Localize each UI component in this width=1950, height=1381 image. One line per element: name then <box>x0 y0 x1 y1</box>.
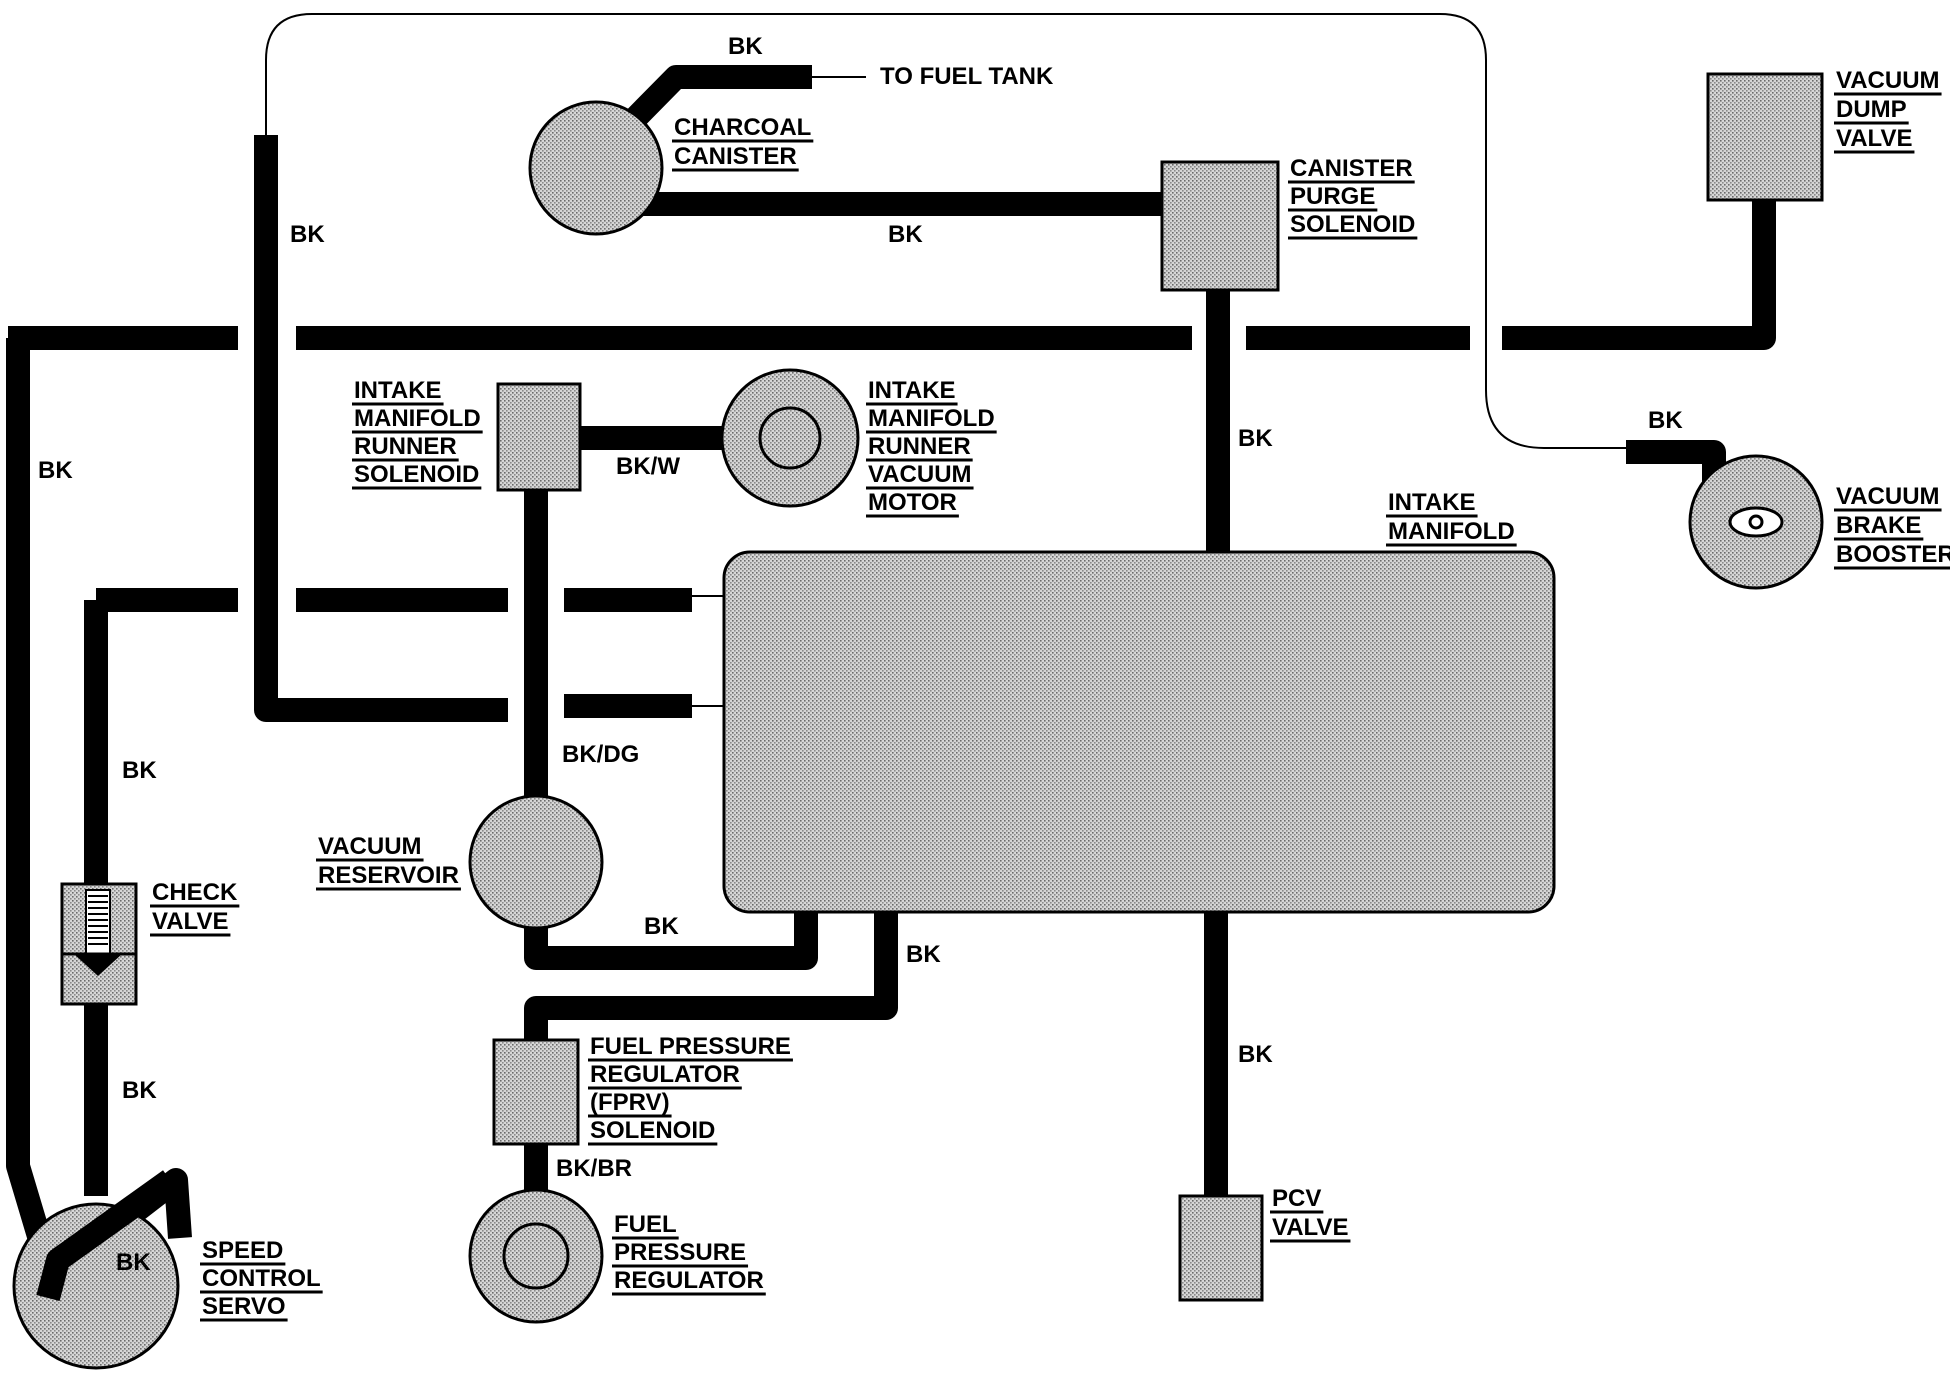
hose-label-brake-booster: BK <box>1648 407 1683 434</box>
vacuum-brake-booster-label-2: BRAKE <box>1836 512 1921 539</box>
canister-purge-solenoid <box>1160 160 1280 292</box>
vacuum-brake-booster-label-3: BOOSTER <box>1836 541 1950 568</box>
fuel-pressure-regulator-label-1: FUEL <box>614 1211 677 1238</box>
intake-manifold-runner-vacuum-motor-label-4: VACUUM <box>868 461 972 488</box>
intake-manifold-runner-solenoid-label-2: MANIFOLD <box>354 405 481 432</box>
intake-manifold-runner-solenoid-label-4: SOLENOID <box>354 461 479 488</box>
fuel-pressure-regulator-solenoid-label-4: SOLENOID <box>590 1117 715 1144</box>
vacuum-reservoir <box>468 794 604 930</box>
hose-label-pcv-hose: BK <box>1238 1041 1273 1068</box>
canister-purge-solenoid-label-1: CANISTER <box>1290 155 1413 182</box>
hose-dump-valve <box>1502 200 1776 350</box>
charcoal-canister-label-2: CANISTER <box>674 143 797 170</box>
vacuum-reservoir-label-1: VACUUM <box>318 833 422 860</box>
hose-label-servo: BK <box>116 1249 151 1276</box>
hose-label-fpr-hose: BK/BR <box>556 1155 632 1182</box>
check-valve-label-2: VALVE <box>152 908 228 935</box>
fuel-pressure-regulator-solenoid-label-2: REGULATOR <box>590 1061 740 1088</box>
fuel-pressure-regulator-label-3: REGULATOR <box>614 1267 764 1294</box>
vacuum-dump-valve-label-1: VACUUM <box>1836 67 1940 94</box>
charcoal-canister-label-1: CHARCOAL <box>674 114 811 141</box>
hose-label-runner-motor: BK/W <box>616 453 680 480</box>
speed-control-servo <box>12 1202 180 1370</box>
canister-purge-solenoid-label-3: SOLENOID <box>1290 211 1415 238</box>
intake-manifold-runner-vacuum-motor-label-1: INTAKE <box>868 377 956 404</box>
intake-manifold <box>722 550 1556 914</box>
vacuum-dump-valve-label-2: DUMP <box>1836 96 1907 123</box>
intake-manifold-runner-solenoid-label-1: INTAKE <box>354 377 442 404</box>
vacuum-dump-valve <box>1706 72 1824 202</box>
hose-label-canister-top: BK <box>728 33 763 60</box>
hose-label-left-vertical: BK <box>290 221 325 248</box>
check-valve-spring-icon <box>62 889 136 976</box>
hose-label-far-left: BK <box>38 457 73 484</box>
intake-manifold-runner-vacuum-motor-label-5: MOTOR <box>868 489 957 516</box>
intake-manifold-runner-vacuum-motor-label-3: RUNNER <box>868 433 971 460</box>
intake-manifold-runner-solenoid <box>496 382 582 492</box>
pcv-valve-label-1: PCV <box>1272 1185 1321 1212</box>
check-valve-label-1: CHECK <box>152 879 238 906</box>
hose-label-fprv-to-manifold: BK <box>906 941 941 968</box>
hose-label-check-valve-upper: BK <box>122 757 157 784</box>
to-fuel-tank-label: TO FUEL TANK <box>880 63 1054 90</box>
fuel-pressure-regulator-inner-ring <box>502 1222 570 1290</box>
intake-manifold-label-1: INTAKE <box>1388 489 1476 516</box>
hose-reservoir-to-manifold <box>524 904 818 970</box>
top-thin-loop-line <box>265 13 1640 449</box>
intake-manifold-runner-vacuum-motor-label-2: MANIFOLD <box>868 405 995 432</box>
vacuum-reservoir-label-2: RESERVOIR <box>318 862 459 889</box>
hose-label-reservoir-to-manifold: BK <box>644 913 679 940</box>
hose-label-runner-solenoid-down: BK/DG <box>562 741 639 768</box>
fprv-solenoid <box>492 1038 580 1146</box>
canister-purge-solenoid-label-2: PURGE <box>1290 183 1375 210</box>
intake-manifold-label-2: MANIFOLD <box>1388 518 1515 545</box>
speed-control-servo-label-1: SPEED <box>202 1237 283 1264</box>
hose-label-canister-to-purge: BK <box>888 221 923 248</box>
vacuum-motor-inner-ring <box>758 406 822 470</box>
hose-left-vertical <box>254 135 508 722</box>
pcv-valve-label-2: VALVE <box>1272 1214 1348 1241</box>
fuel-pressure-regulator-label-2: PRESSURE <box>614 1239 746 1266</box>
speed-control-servo-label-3: SERVO <box>202 1293 286 1320</box>
vacuum-dump-valve-label-3: VALVE <box>1836 125 1912 152</box>
pcv-valve <box>1178 1194 1264 1302</box>
hose-label-check-valve-lower: BK <box>122 1077 157 1104</box>
hose-label-purge-to-manifold: BK <box>1238 425 1273 452</box>
hose-servo-loop <box>36 1170 177 1302</box>
vacuum-brake-booster-label-1: VACUUM <box>1836 483 1940 510</box>
intake-manifold-runner-solenoid-label-3: RUNNER <box>354 433 457 460</box>
hose-fprv-to-manifold <box>524 904 898 1050</box>
charcoal-canister <box>528 100 664 236</box>
fuel-pressure-regulator-solenoid-label-3: (FPRV) <box>590 1089 670 1116</box>
brake-booster-port <box>1748 514 1764 530</box>
fuel-pressure-regulator-solenoid-label-1: FUEL PRESSURE <box>590 1033 791 1060</box>
speed-control-servo-label-2: CONTROL <box>202 1265 321 1292</box>
